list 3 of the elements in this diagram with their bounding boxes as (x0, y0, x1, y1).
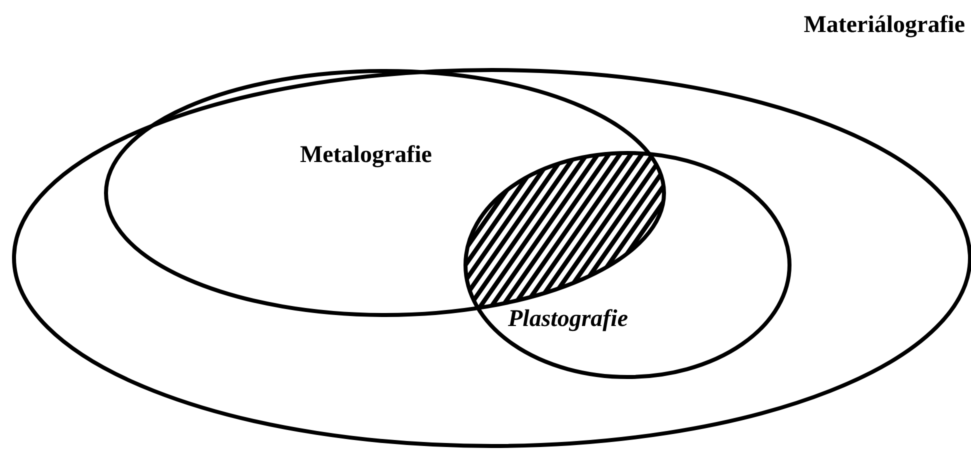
set-label: Metalografie (300, 142, 432, 169)
set-label: Materiálografie (804, 12, 965, 39)
set-label: Plastografie (508, 306, 628, 333)
